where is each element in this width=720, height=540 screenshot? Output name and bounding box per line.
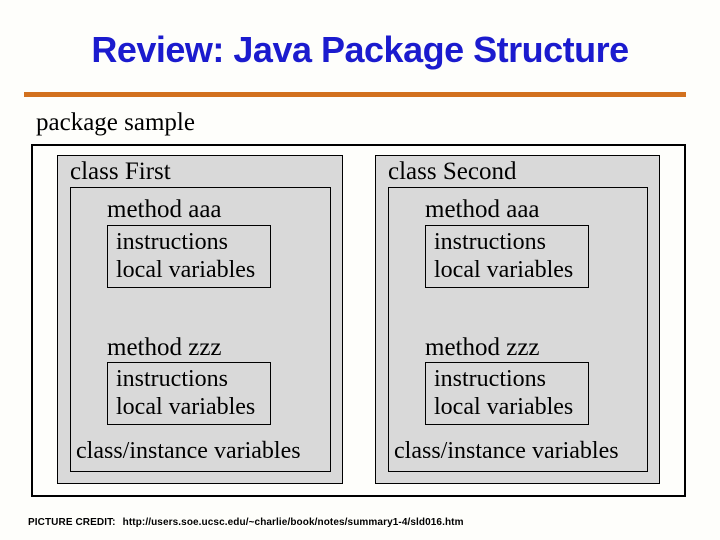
method-body-box: instructions local variables	[425, 225, 589, 288]
method-name-label: method zzz	[425, 334, 540, 361]
picture-credit-label: PICTURE CREDIT:	[28, 517, 116, 528]
package-label: package sample	[36, 109, 195, 136]
local-variables-label: local variables	[116, 394, 256, 420]
class-first-body-box: method aaa instructions local variables …	[70, 187, 331, 472]
package-box: class First method aaa instructions loca…	[31, 144, 686, 497]
instructions-label: instructions	[116, 229, 228, 255]
local-variables-label: local variables	[434, 257, 574, 283]
method-body-box: instructions local variables	[425, 362, 589, 425]
class-instance-variables-label: class/instance variables	[76, 438, 301, 464]
instructions-label: instructions	[434, 366, 546, 392]
slide-title: Review: Java Package Structure	[91, 29, 629, 70]
class-second-body-box: method aaa instructions local variables …	[388, 187, 648, 472]
instructions-label: instructions	[434, 229, 546, 255]
class-box-first: class First method aaa instructions loca…	[57, 155, 343, 484]
class-name-label: class First	[70, 158, 171, 185]
picture-credit-url: http://users.soe.ucsc.edu/~charlie/book/…	[122, 517, 464, 528]
local-variables-label: local variables	[116, 257, 256, 283]
title-divider-rule	[24, 92, 686, 97]
method-name-label: method aaa	[107, 196, 222, 223]
class-name-label: class Second	[388, 158, 517, 185]
method-name-label: method aaa	[425, 196, 540, 223]
picture-credit: PICTURE CREDIT: http://users.soe.ucsc.edu…	[28, 517, 464, 529]
local-variables-label: local variables	[434, 394, 574, 420]
method-body-box: instructions local variables	[107, 362, 271, 425]
instructions-label: instructions	[116, 366, 228, 392]
class-instance-variables-label: class/instance variables	[394, 438, 619, 464]
method-name-label: method zzz	[107, 334, 222, 361]
method-body-box: instructions local variables	[107, 225, 271, 288]
class-box-second: class Second method aaa instructions loc…	[375, 155, 660, 484]
